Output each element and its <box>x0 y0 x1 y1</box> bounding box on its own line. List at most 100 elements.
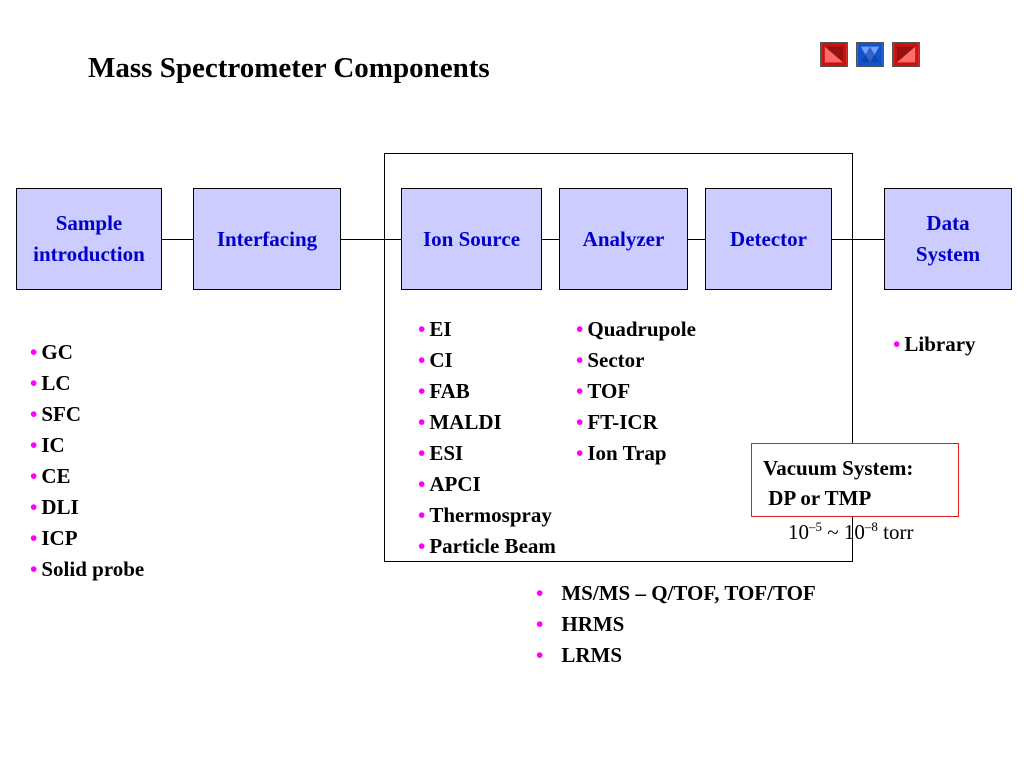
vacuum-enclosure <box>384 153 853 562</box>
list-item: •MALDI <box>418 407 556 438</box>
list-item-label: FAB <box>429 379 470 403</box>
vacuum-system-label: Vacuum System: <box>763 456 914 480</box>
list-item: • MS/MS – Q/TOF, TOF/TOF <box>536 578 816 609</box>
bullet-icon: • <box>576 410 584 434</box>
data-system-list: •Library <box>893 329 976 360</box>
bullet-icon: • <box>536 581 544 605</box>
list-item: •CE <box>30 461 144 492</box>
bullet-icon: • <box>30 371 38 395</box>
list-item: • LRMS <box>536 640 816 671</box>
component-detector: Detector <box>705 188 832 290</box>
list-item: •FT-ICR <box>576 407 696 438</box>
list-item-label: CI <box>429 348 453 372</box>
list-item-label: Particle Beam <box>429 534 556 558</box>
forward-button[interactable] <box>892 42 920 67</box>
list-item-label: Solid probe <box>41 557 145 581</box>
connector-line <box>832 239 884 240</box>
list-item-label: TOF <box>587 379 631 403</box>
pressure-exponent-high: –5 <box>809 519 822 534</box>
list-item-label: APCI <box>429 472 481 496</box>
list-item-label: ESI <box>429 441 464 465</box>
list-item-label: SFC <box>41 402 82 426</box>
bullet-icon: • <box>30 433 38 457</box>
list-item-label: Quadrupole <box>587 317 696 341</box>
list-item-label: IC <box>41 433 65 457</box>
connector-line <box>688 239 705 240</box>
sample-introduction-list: •GC•LC•SFC•IC•CE•DLI•ICP•Solid probe <box>30 337 144 585</box>
list-item-label: Ion Trap <box>587 441 667 465</box>
list-item: •CI <box>418 345 556 376</box>
list-item-label: EI <box>429 317 452 341</box>
component-sample-introduction: Sample introduction <box>16 188 162 290</box>
bullet-icon: • <box>536 612 544 636</box>
bullet-icon: • <box>30 402 38 426</box>
list-item-label: Library <box>904 332 976 356</box>
list-item-label: CE <box>41 464 71 488</box>
list-item-label: HRMS <box>561 612 625 636</box>
analyzer-list: •Quadrupole•Sector•TOF•FT-ICR•Ion Trap <box>576 314 696 469</box>
list-item: •TOF <box>576 376 696 407</box>
pressure-range: 10–5 ~ 10–8 torr <box>788 519 913 545</box>
connector-line <box>162 239 193 240</box>
bullet-icon: • <box>576 317 584 341</box>
list-item: •Particle Beam <box>418 531 556 562</box>
list-item-label: LC <box>41 371 71 395</box>
list-item-label: MALDI <box>429 410 502 434</box>
list-item-label: Sector <box>587 348 645 372</box>
forward-arrow-icon <box>893 43 919 66</box>
pressure-exponent-low: –8 <box>864 519 878 534</box>
component-ion-source: Ion Source <box>401 188 542 290</box>
list-item: •FAB <box>418 376 556 407</box>
list-item: •GC <box>30 337 144 368</box>
bullet-icon: • <box>418 441 426 465</box>
list-item: •IC <box>30 430 144 461</box>
list-item: •Sector <box>576 345 696 376</box>
bullet-icon: • <box>536 643 544 667</box>
list-item: •LC <box>30 368 144 399</box>
component-data-system: Data System <box>884 188 1012 290</box>
bullet-icon: • <box>576 348 584 372</box>
ms-types-list: • MS/MS – Q/TOF, TOF/TOF • HRMS • LRMS <box>536 578 816 671</box>
list-item: •APCI <box>418 469 556 500</box>
bullet-icon: • <box>30 526 38 550</box>
bullet-icon: • <box>418 379 426 403</box>
list-item: •Library <box>893 329 976 360</box>
component-interfacing: Interfacing <box>193 188 341 290</box>
pressure-unit: torr <box>877 520 914 544</box>
bullet-icon: • <box>30 495 38 519</box>
list-item-label: DLI <box>41 495 79 519</box>
pressure-separator: ~ 10 <box>822 520 865 544</box>
bullet-icon: • <box>893 332 901 356</box>
bullet-icon: • <box>30 464 38 488</box>
bullet-icon: • <box>418 410 426 434</box>
list-item: •ESI <box>418 438 556 469</box>
list-item: •ICP <box>30 523 144 554</box>
list-item: •SFC <box>30 399 144 430</box>
list-item-label: MS/MS – Q/TOF, TOF/TOF <box>561 581 816 605</box>
bullet-icon: • <box>576 441 584 465</box>
vacuum-pump-label: DP or TMP <box>763 486 872 510</box>
list-item-label: GC <box>41 340 73 364</box>
list-item: • HRMS <box>536 609 816 640</box>
back-arrow-icon <box>821 43 847 66</box>
list-item: •Quadrupole <box>576 314 696 345</box>
list-item: •Thermospray <box>418 500 556 531</box>
connector-line <box>542 239 559 240</box>
bullet-icon: • <box>418 503 426 527</box>
bullet-icon: • <box>30 340 38 364</box>
list-item-label: Thermospray <box>429 503 552 527</box>
bullet-icon: • <box>418 348 426 372</box>
connector-line <box>341 239 401 240</box>
list-item-label: ICP <box>41 526 78 550</box>
list-item-label: LRMS <box>561 643 623 667</box>
bullet-icon: • <box>30 557 38 581</box>
back-button[interactable] <box>820 42 848 67</box>
slide-title: Mass Spectrometer Components <box>88 52 490 84</box>
list-item: •DLI <box>30 492 144 523</box>
home-button[interactable] <box>856 42 884 67</box>
ion-source-list: •EI•CI•FAB•MALDI•ESI•APCI•Thermospray•Pa… <box>418 314 556 562</box>
bullet-icon: • <box>418 534 426 558</box>
list-item-label: FT-ICR <box>587 410 658 434</box>
home-icon <box>857 43 883 66</box>
bullet-icon: • <box>576 379 584 403</box>
